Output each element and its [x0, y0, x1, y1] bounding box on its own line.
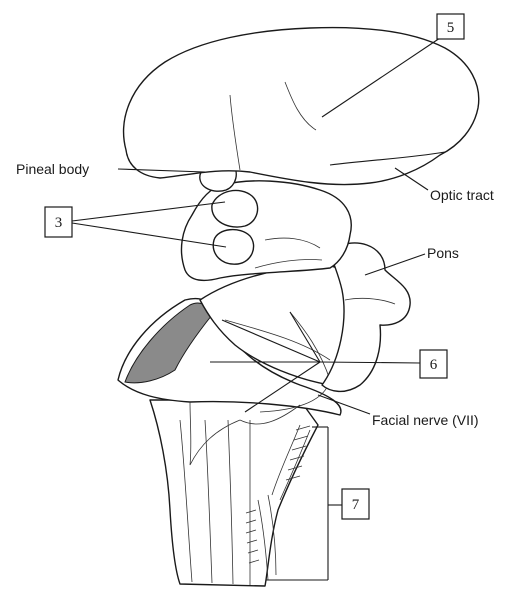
medulla-outline: [150, 400, 318, 586]
inferior-colliculus: [213, 230, 253, 265]
svg-text:5: 5: [447, 20, 455, 36]
box-7: 7: [342, 489, 369, 519]
midbrain-outline: [181, 181, 351, 281]
thalamus-outline: [124, 28, 479, 185]
box-6: 6: [420, 350, 447, 378]
svg-text:3: 3: [55, 215, 63, 231]
box-5: 5: [437, 14, 464, 39]
svg-text:6: 6: [430, 357, 438, 373]
box-3: 3: [45, 207, 72, 237]
facial-nerve-label: Facial nerve (VII): [372, 412, 479, 428]
pons-label: Pons: [427, 245, 459, 261]
svg-text:7: 7: [352, 497, 360, 513]
pineal-body-label: Pineal body: [16, 161, 89, 177]
superior-colliculus: [212, 190, 258, 227]
brainstem-drawing: [118, 28, 479, 586]
optic-tract-label: Optic tract: [430, 187, 494, 203]
